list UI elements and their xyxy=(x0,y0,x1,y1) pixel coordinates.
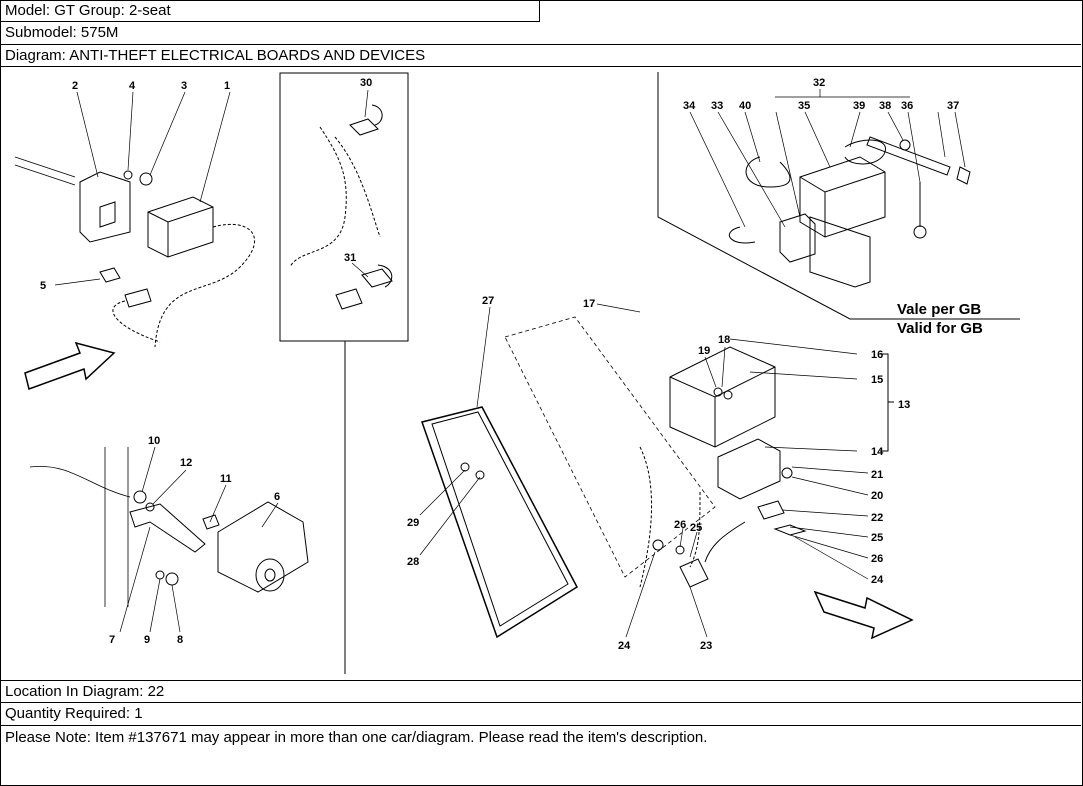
callout-33: 33 xyxy=(711,100,723,112)
callout-29: 29 xyxy=(407,517,419,529)
callout-20: 20 xyxy=(871,490,883,502)
model-label: Model: GT Group: 2-seat xyxy=(0,0,540,22)
gb-module-assembly xyxy=(728,136,971,288)
harness-inset xyxy=(289,104,393,310)
diagram-title: Diagram: ANTI-THEFT ELECTRICAL BOARDS AN… xyxy=(0,45,1081,67)
callout-15: 15 xyxy=(871,374,883,386)
callout-17: 17 xyxy=(583,298,595,310)
quantity-required: Quantity Required: 1 xyxy=(0,703,1081,726)
callout-30: 30 xyxy=(360,77,372,89)
callout-24-left: 24 xyxy=(618,640,631,652)
exploded-parts-diagram: 1 2 3 4 5 6 7 8 9 10 11 12 13 14 15 16 1… xyxy=(0,67,1081,681)
callout-22: 22 xyxy=(871,512,883,524)
control-unit-assembly xyxy=(14,156,255,348)
callout-32: 32 xyxy=(813,77,825,89)
callout-36: 36 xyxy=(901,100,913,112)
callout-26-right: 26 xyxy=(871,553,883,565)
callout-18: 18 xyxy=(718,334,730,346)
inset-box xyxy=(279,72,409,342)
group-bracket-13 xyxy=(880,353,894,452)
callout-25-right: 25 xyxy=(871,532,883,544)
callout-10: 10 xyxy=(148,435,160,447)
submodel-label: Submodel: 575M xyxy=(0,22,1081,45)
callout-1: 1 xyxy=(224,80,230,92)
callout-16: 16 xyxy=(871,349,883,361)
callout-35: 35 xyxy=(798,100,810,112)
callout-31: 31 xyxy=(344,252,356,264)
callout-14: 14 xyxy=(871,446,884,458)
diagram-canvas: 1 2 3 4 5 6 7 8 9 10 11 12 13 14 15 16 1… xyxy=(14,72,1020,674)
callout-2: 2 xyxy=(72,80,78,92)
callout-9: 9 xyxy=(144,634,150,646)
callout-6: 6 xyxy=(274,491,280,503)
please-note: Please Note: Item #137671 may appear in … xyxy=(5,729,708,746)
direction-arrow-right xyxy=(813,590,914,640)
callout-24-right: 24 xyxy=(871,574,884,586)
callout-39: 39 xyxy=(853,100,865,112)
siren-assembly xyxy=(29,447,309,607)
callout-11: 11 xyxy=(220,473,232,485)
callout-13: 13 xyxy=(898,399,910,411)
callout-3: 3 xyxy=(181,80,187,92)
direction-arrow-left xyxy=(24,341,116,390)
callout-37: 37 xyxy=(947,100,959,112)
leader-lines xyxy=(54,89,966,638)
callout-34: 34 xyxy=(683,100,696,112)
callout-25-left: 25 xyxy=(690,522,702,534)
electrical-board-assembly xyxy=(421,316,807,639)
callout-4: 4 xyxy=(129,80,136,92)
callout-7: 7 xyxy=(109,634,115,646)
callout-19: 19 xyxy=(698,345,710,357)
callout-8: 8 xyxy=(177,634,183,646)
callout-21: 21 xyxy=(871,469,883,481)
gb-note-english: Valid for GB xyxy=(897,320,983,337)
gb-note-italian: Vale per GB xyxy=(897,301,981,318)
callout-27: 27 xyxy=(482,295,494,307)
callout-labels: 1 2 3 4 5 6 7 8 9 10 11 12 13 14 15 16 1… xyxy=(40,77,959,652)
callout-26-left: 26 xyxy=(674,519,686,531)
callout-28: 28 xyxy=(407,556,419,568)
gb-inset-border xyxy=(657,72,1020,320)
callout-23: 23 xyxy=(700,640,712,652)
callout-5: 5 xyxy=(40,280,46,292)
callout-38: 38 xyxy=(879,100,891,112)
callout-12: 12 xyxy=(180,457,192,469)
callout-40: 40 xyxy=(739,100,751,112)
location-in-diagram: Location In Diagram: 22 xyxy=(0,681,1081,703)
